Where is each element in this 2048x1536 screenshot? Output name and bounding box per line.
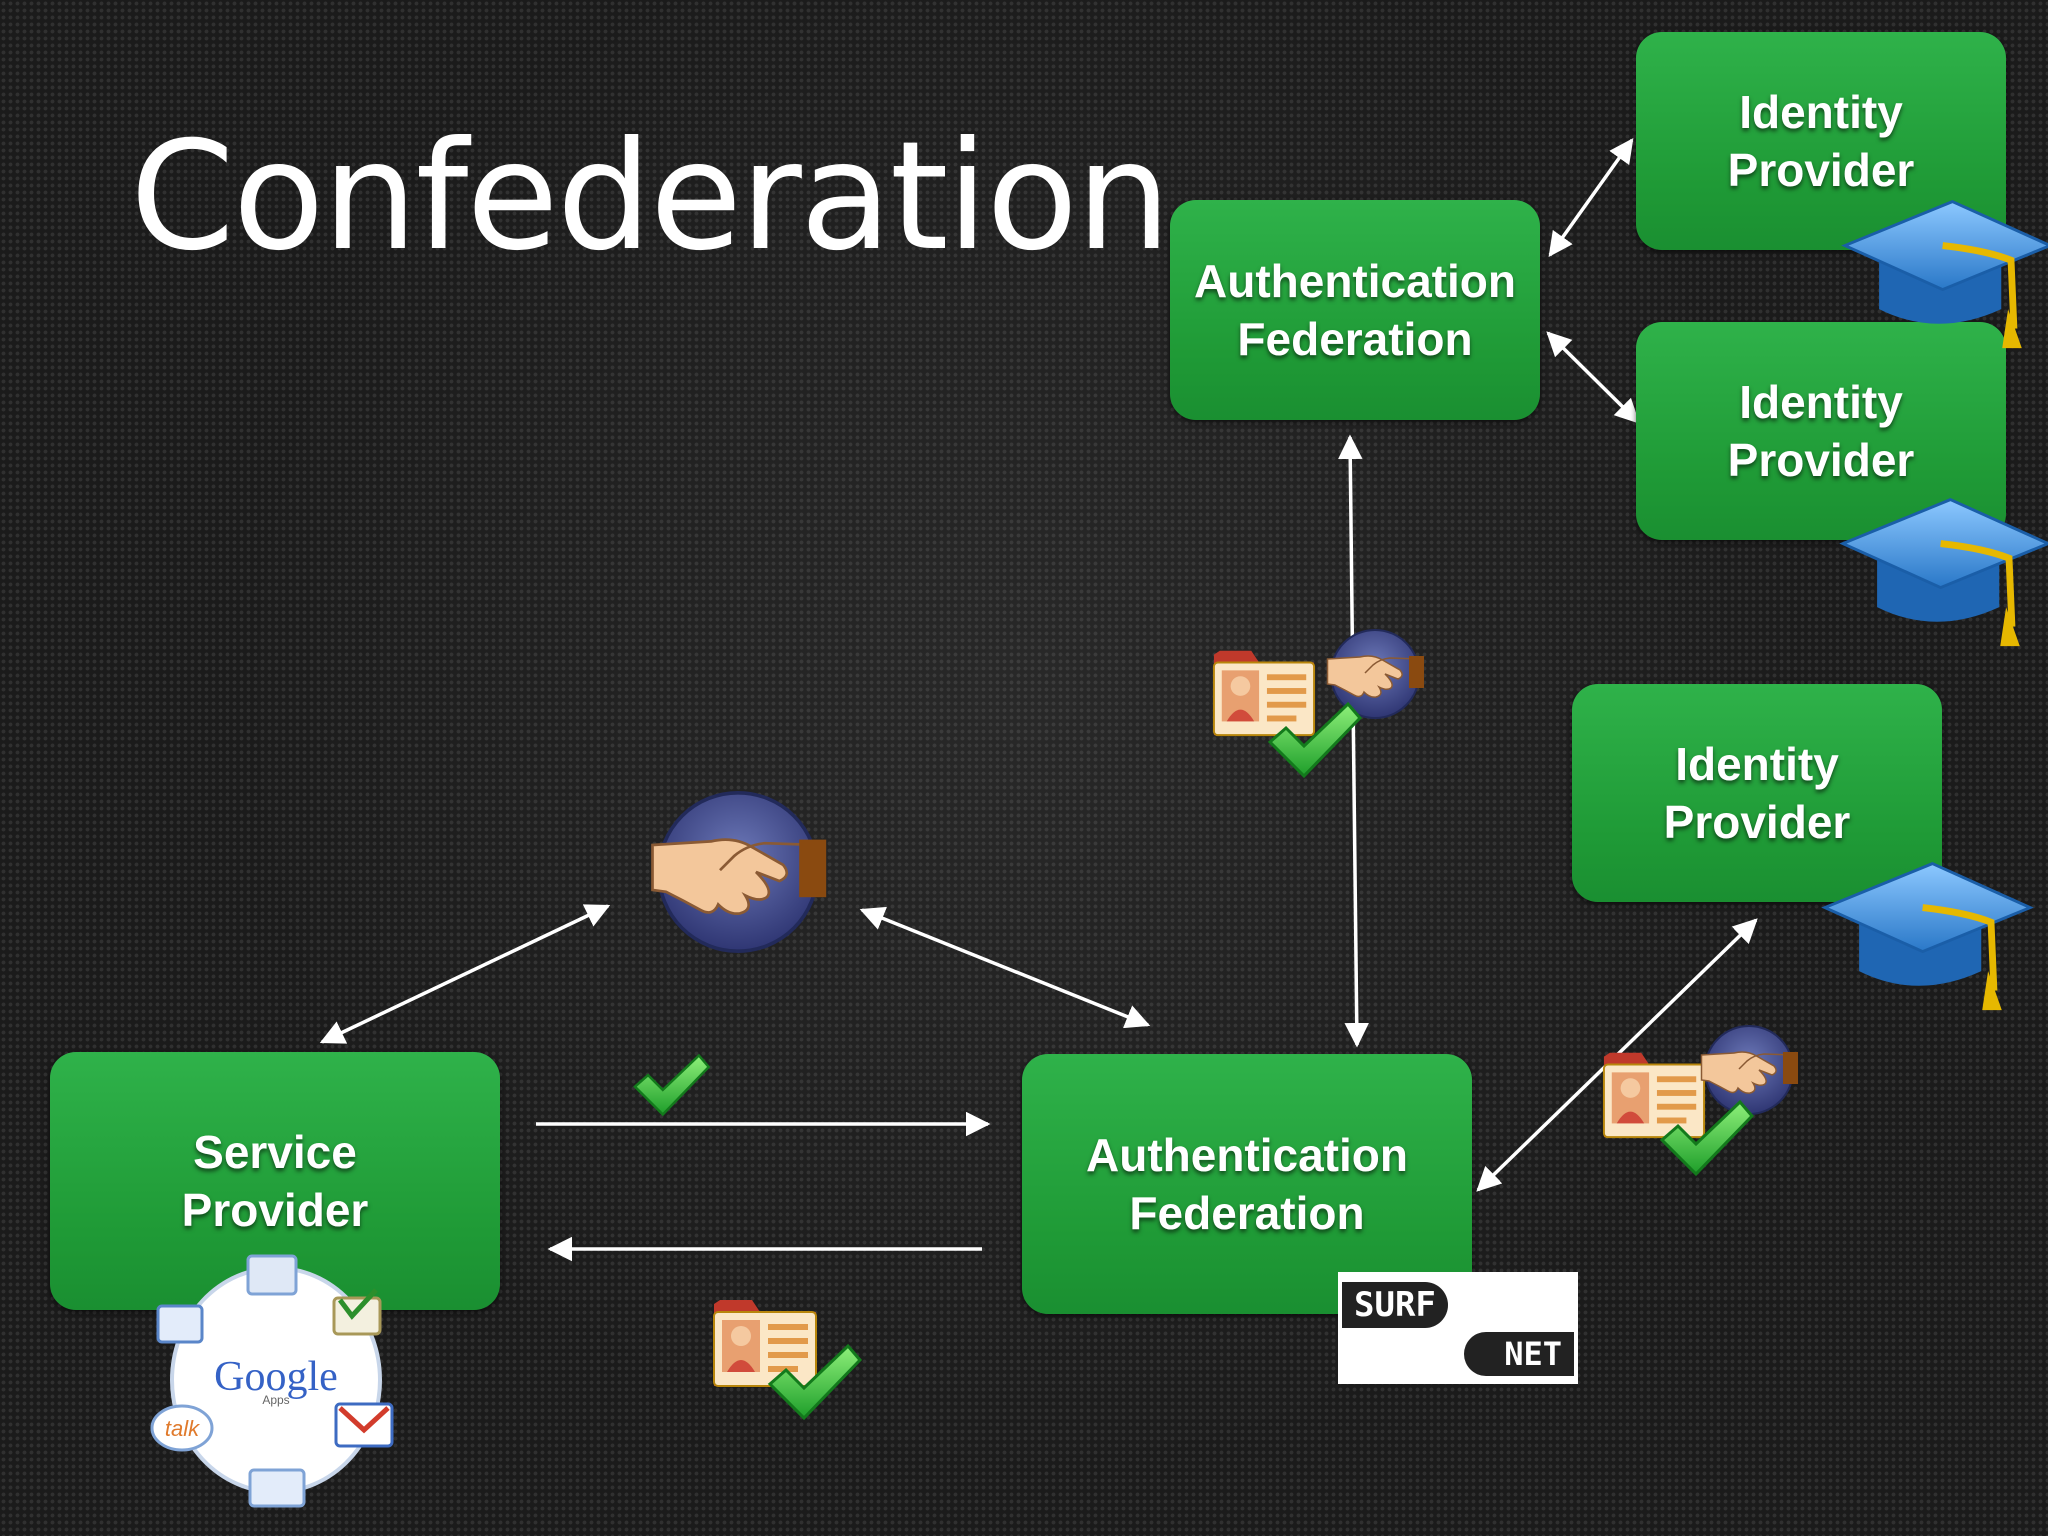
arrow-af-top-idp-mid [1546, 331, 1640, 424]
checkmark-icon [633, 1054, 710, 1116]
slide-title: Confederation [130, 110, 1171, 284]
surfnet-logo: SURF NET [1338, 1272, 1578, 1384]
box-label-line1: Service [193, 1126, 357, 1178]
box-label-line1: Authentication [1194, 255, 1516, 307]
box-label-line2: Federation [1237, 313, 1473, 365]
arrow-handshake-af-bottom [859, 906, 1151, 1029]
authentication-federation-box-top: Authentication Federation [1170, 200, 1540, 420]
calendar-icon [246, 1254, 298, 1296]
box-label-line1: Identity [1675, 738, 1839, 790]
box-label-line2: Provider [1663, 796, 1851, 848]
id-card-icon [1212, 649, 1316, 737]
graduation-cap-icon [1825, 864, 2030, 1011]
docs-icon [156, 1304, 204, 1344]
arrow-af-top-af-bottom [1338, 434, 1369, 1048]
box-label-line2: Federation [1129, 1187, 1365, 1239]
surfnet-logo-line2: NET [1464, 1332, 1574, 1376]
google-logo-text: Google [214, 1354, 338, 1400]
arrow-sp-handshake [319, 904, 611, 1044]
box-label-line2: Provider [1727, 144, 1915, 196]
handshake-icon [1326, 628, 1426, 720]
box-label-line1: Identity [1739, 376, 1903, 428]
google-apps-logo: Google Apps talk [150, 1254, 394, 1508]
box-label-line1: Authentication [1086, 1129, 1408, 1181]
service-provider-box: Service Provider [50, 1052, 500, 1310]
talk-label: talk [165, 1416, 200, 1441]
graduation-cap-icon [1843, 500, 2048, 647]
authentication-federation-box-bottom: Authentication Federation [1022, 1054, 1472, 1314]
handshake-icon [1700, 1024, 1800, 1116]
surfnet-logo-line1: SURF [1342, 1282, 1448, 1328]
box-label-line2: Provider [1727, 434, 1915, 486]
arrow-af-top-idp-top [1548, 138, 1634, 257]
google-apps-subtext: Apps [262, 1393, 289, 1407]
sites-icon [248, 1468, 306, 1508]
handshake-icon [653, 793, 827, 951]
identity-provider-box-lower: Identity Provider [1572, 684, 1942, 902]
graduation-cap-icon [1845, 202, 2048, 349]
talk-icon [150, 1404, 214, 1452]
box-label-line2: Provider [181, 1184, 369, 1236]
id-card-icon [713, 1299, 817, 1387]
box-label-line1: Identity [1739, 86, 1903, 138]
id-card-icon [1602, 1051, 1706, 1139]
